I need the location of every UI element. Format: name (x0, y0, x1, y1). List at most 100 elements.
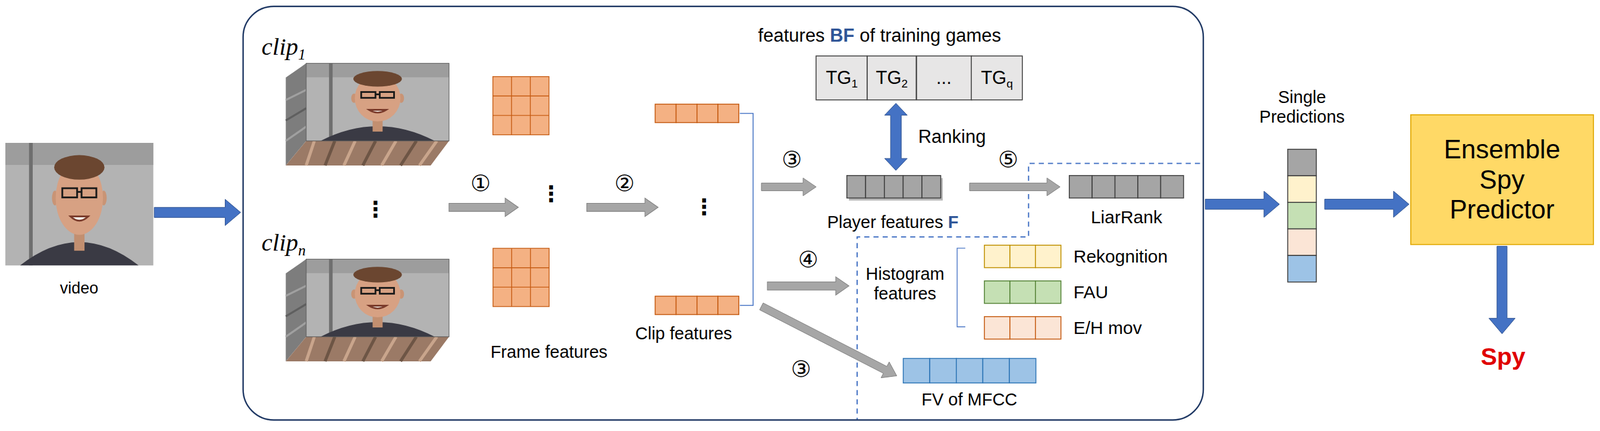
vector-cell (717, 295, 739, 315)
clip-image: clip1 (255, 28, 455, 167)
clip-streak (381, 336, 397, 362)
frame-grid-lines (493, 76, 549, 136)
vector-cell (865, 175, 885, 199)
node-label: video (60, 279, 99, 298)
vector-cell (1161, 175, 1184, 199)
vector-cell (902, 358, 930, 383)
vector-cell (1287, 202, 1317, 229)
panel-outline (242, 5, 1203, 420)
shape-group (984, 316, 1062, 340)
clip-streak (381, 140, 397, 166)
clip-streak (400, 140, 417, 166)
node-label: E/H mov (1073, 317, 1143, 338)
flow-arrow (759, 302, 897, 378)
fisher-vector: FV of MFCC (898, 355, 1041, 415)
node-label: FAU (1073, 281, 1109, 303)
shape-group (846, 175, 943, 201)
layout-group (449, 76, 1201, 420)
feature-cell: ... (916, 55, 972, 100)
clip-streak (400, 336, 417, 362)
photo-glasses (361, 287, 376, 294)
photo-glasses (379, 92, 394, 99)
histogram-vector: Rekognition (977, 240, 1194, 272)
callout-number: ⋮ (540, 181, 562, 206)
ensemble-fill (1410, 114, 1594, 245)
prediction-vector: Single Predictions (1280, 148, 1324, 283)
vector-cell (717, 104, 739, 123)
vector-cell (1009, 280, 1036, 304)
node-label: LiarRank (1090, 206, 1163, 228)
node-label: FV of MFCC (921, 390, 1018, 410)
video-thumbnail: video (5, 142, 154, 306)
vector-cell (984, 280, 1010, 304)
callout-number: ③ (791, 356, 812, 383)
shape-group (984, 280, 1062, 304)
shape-group (1069, 175, 1184, 199)
vector-cell (1137, 175, 1161, 199)
vector-cell (676, 104, 698, 123)
clip-features: Clip features (624, 96, 761, 347)
clip-frame (306, 63, 450, 141)
node-label: clipn (261, 228, 306, 257)
feature-cell-box (916, 55, 972, 100)
feature-vector: LiarRank (1061, 171, 1192, 233)
flow-arrow (884, 103, 908, 171)
vector-cell (921, 175, 941, 199)
node-label: Clip features (635, 323, 733, 344)
clip-streak (324, 336, 335, 362)
histogram-vector: E/H mov (977, 312, 1194, 343)
clip-streak (285, 303, 306, 317)
clip-streak (306, 336, 315, 362)
vector-cell (929, 358, 957, 383)
text-part: of training games (854, 24, 1002, 46)
node-label: Player features F (827, 212, 959, 232)
photo-wall (328, 63, 333, 141)
vector-cell (1069, 175, 1093, 199)
shape-group (285, 63, 449, 166)
node-label: features BF of training games (758, 24, 1002, 47)
text-part: BF (829, 24, 855, 46)
photo-glasses (76, 190, 81, 193)
shape-group (285, 259, 449, 362)
node-label: Rekognition (1073, 245, 1168, 267)
frame-grid (493, 248, 549, 307)
clip-streak (343, 336, 356, 362)
vector-cell (1009, 358, 1037, 383)
photo-wall (28, 142, 33, 266)
shape-group (916, 55, 972, 100)
clip-image: clipn (255, 224, 455, 363)
clip-streak (285, 89, 306, 100)
flow-arrow (1488, 246, 1515, 334)
photo-hair (353, 267, 403, 283)
shape-group (816, 55, 868, 100)
clip-bottom (285, 336, 449, 362)
node-shape (624, 96, 761, 347)
clip-streak (285, 108, 306, 121)
feature-cell: TG2 (867, 55, 916, 100)
photo-background (306, 63, 450, 141)
clip-streak (362, 336, 376, 362)
vector-cell (697, 104, 718, 123)
step-arrow (767, 276, 849, 296)
node-label: TG2 (876, 67, 909, 89)
shape-group (984, 245, 1062, 268)
vector-cell (654, 104, 676, 123)
vector-cell (1115, 175, 1138, 199)
shape-group (867, 55, 916, 100)
node-label: Single Predictions (1250, 87, 1355, 128)
shape-group (493, 248, 549, 307)
text-part: features (758, 24, 831, 46)
vector-cell (1009, 316, 1036, 340)
vector-cell (1287, 255, 1317, 282)
node-label: clip1 (261, 32, 306, 61)
node-label: Frame features (490, 342, 608, 362)
photo-background (306, 259, 450, 337)
vector-cell (1287, 148, 1317, 176)
vector-cell (982, 358, 1010, 383)
node-label: Spy (1480, 343, 1526, 372)
ensemble-box: Ensemble Spy Predictor (1410, 114, 1595, 246)
clip-frame (306, 259, 450, 337)
vector-cell (1009, 245, 1036, 268)
frame-grid-lines (493, 248, 549, 307)
